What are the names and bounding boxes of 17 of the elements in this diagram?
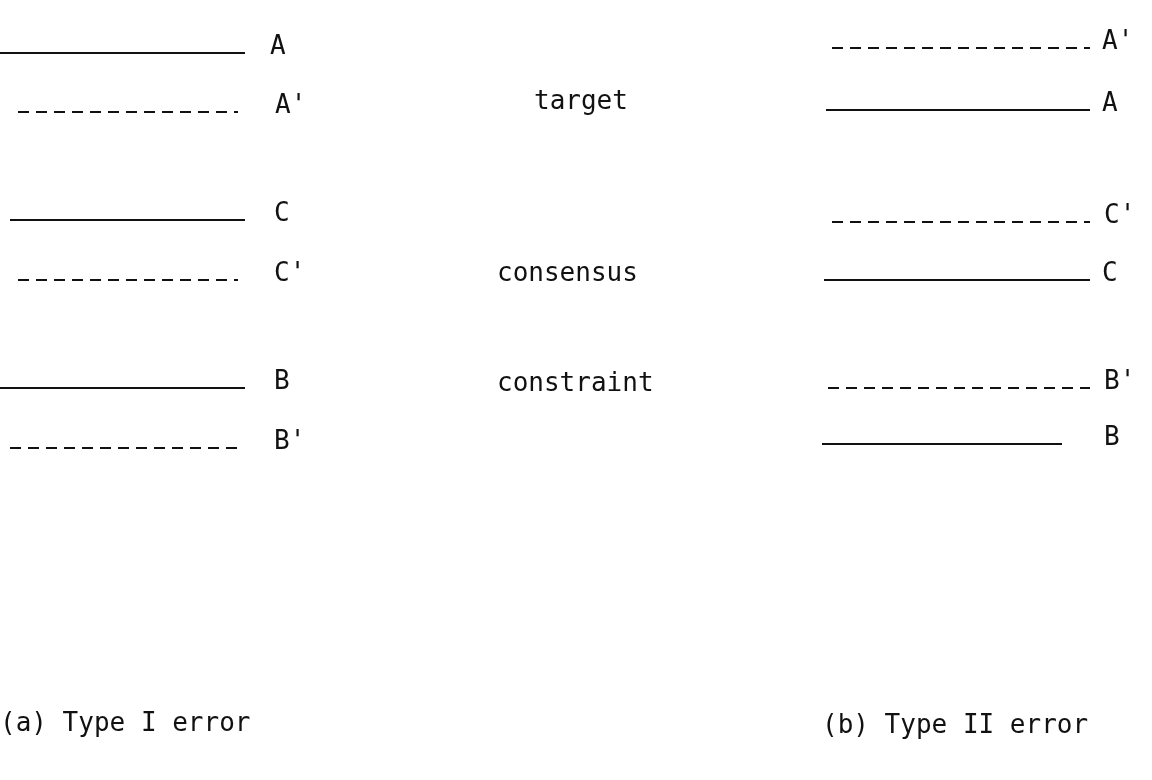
level-label: C [1102, 257, 1118, 287]
level-label: A [270, 30, 286, 60]
level-label: C [274, 197, 290, 227]
level-label: B [1104, 421, 1120, 451]
region-label: target [534, 85, 628, 115]
region-label: consensus [497, 257, 638, 287]
level-label: A' [1102, 25, 1134, 55]
figure-caption: (b) Type II error [822, 709, 1089, 739]
level-label: C' [274, 257, 306, 287]
level-label: A' [275, 89, 307, 119]
level-label: C' [1104, 199, 1136, 229]
level-label: B [274, 365, 290, 395]
level-label: B' [274, 425, 306, 455]
level-label: A [1102, 87, 1118, 117]
region-label: constraint [497, 367, 654, 397]
figure-caption: (a) Type I error [0, 707, 251, 737]
level-label: B' [1104, 365, 1136, 395]
